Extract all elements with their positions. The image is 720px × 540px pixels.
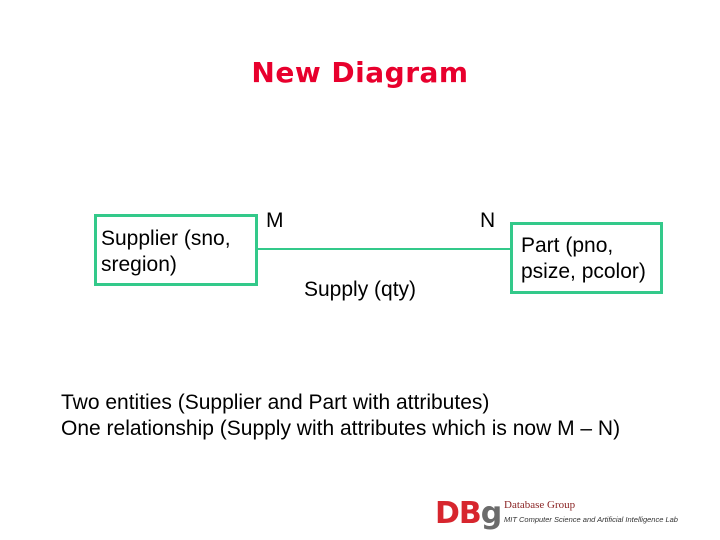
- logo-title: Database Group: [504, 499, 576, 511]
- supplier-entity-line1: Supplier (sno,: [101, 227, 231, 250]
- left-cardinality-label: M: [266, 209, 284, 232]
- relationship-label: Supply (qty): [304, 278, 417, 301]
- dbg-logo-mark: DBg: [435, 496, 503, 531]
- part-entity-line1: Part (pno,: [521, 234, 614, 257]
- logo-letter-g: g: [480, 496, 503, 531]
- supplier-entity-line2: sregion): [101, 253, 177, 276]
- description-line2: One relationship (Supply with attributes…: [61, 417, 621, 440]
- logo-letter-d: D: [435, 496, 460, 531]
- right-cardinality-label: N: [480, 209, 496, 232]
- supplier-entity-box: Supplier (sno, sregion): [94, 214, 258, 286]
- logo-subtitle: MIT Computer Science and Artificial Inte…: [504, 515, 678, 524]
- description-text: Two entities (Supplier and Part with att…: [61, 390, 620, 442]
- part-entity-line2: psize, pcolor): [521, 260, 646, 283]
- dbg-logo: DBg Database Group MIT Computer Science …: [435, 497, 685, 533]
- part-entity-box: Part (pno, psize, pcolor): [510, 222, 663, 294]
- logo-letter-b: B: [458, 496, 482, 531]
- description-line1: Two entities (Supplier and Part with att…: [61, 391, 490, 414]
- relationship-line: [258, 248, 510, 250]
- diagram-title: New Diagram: [251, 56, 469, 89]
